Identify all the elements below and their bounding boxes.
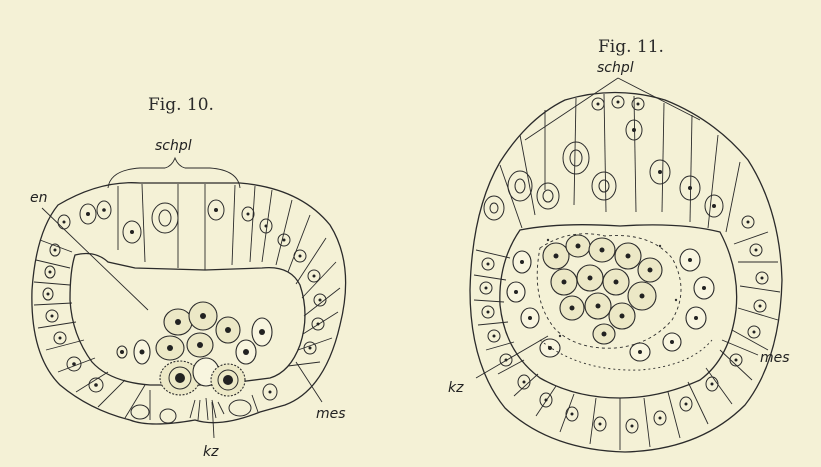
figure-10-label-en: en: [30, 190, 48, 206]
figure-10-bottom-cells: [131, 384, 277, 423]
figure-11-caption: Fig. 11.: [598, 37, 664, 57]
figure-11-endoderm-cluster: [543, 235, 677, 344]
figure-10-en-leader: [42, 208, 148, 310]
figure-10-endoderm-cluster: [134, 302, 272, 364]
figure-10-caption: Fig. 10.: [148, 95, 214, 115]
figure-10: Fig. 10. schpl: [30, 95, 346, 460]
figure-11-label-mes: mes: [760, 350, 790, 366]
figure-10-label-kz: kz: [203, 444, 219, 460]
figure-11-schpl-leaders: [525, 78, 700, 140]
figure-10-schpl-cells: [80, 184, 235, 270]
figure-11-label-schpl: schpl: [597, 60, 634, 76]
figure-10-mes-leader: [296, 362, 322, 402]
figure-11-mes-leader: [722, 340, 758, 355]
figure-11: Fig. 11. schpl: [448, 37, 790, 452]
figure-11-label-kz: kz: [448, 380, 464, 396]
figure-11-schpl-cells: [484, 94, 740, 232]
figure-10-label-mes: mes: [316, 406, 346, 422]
figure-10-left-cells: [34, 215, 145, 418]
figure-10-label-schpl: schpl: [155, 138, 192, 154]
